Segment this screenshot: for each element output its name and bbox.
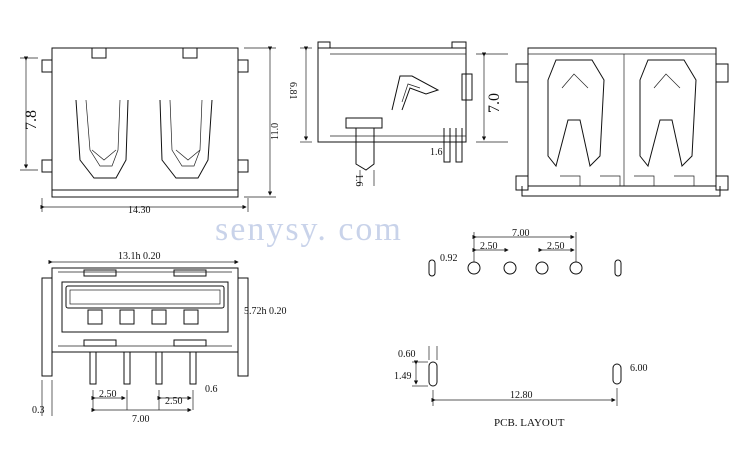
side-pin-length-label: 1.6	[353, 174, 364, 187]
bottom-view: 13.1h 0.20 5.72h 0.20 0.6 0.3 2.50 2.50 …	[32, 251, 287, 425]
rear-height-label: 7.0	[486, 93, 503, 113]
side-pin-gap-label: 1.6	[430, 147, 443, 158]
pcb-hole-1	[467, 261, 481, 275]
pcb-lower-slot-right	[612, 363, 622, 385]
bottom-span-label: 7.00	[132, 414, 150, 425]
bottom-pitch-right-label: 2.50	[165, 396, 183, 407]
pcb-caption: PCB. LAYOUT	[494, 417, 565, 429]
pin-thickness-label: 0.6	[205, 384, 218, 395]
front-view: 7.8 11.0 14.30	[20, 46, 281, 216]
pcb-slot-span-label: 12.80	[510, 390, 533, 401]
watermark: senysy. com	[215, 211, 403, 248]
pcb-lower-slot-left	[428, 361, 438, 387]
pcb-span-top-label: 7.00	[512, 228, 530, 239]
pcb-upper-slot-left	[428, 259, 436, 277]
side-height-label: 6.81	[287, 82, 298, 100]
front-height-label: 7.8	[23, 110, 40, 130]
front-width-label: 14.30	[128, 205, 151, 216]
pcb-right-slot-label: 6.00	[630, 363, 648, 374]
pcb-hole-3	[535, 261, 549, 275]
pcb-pitch-right-label: 2.50	[547, 241, 565, 252]
pcb-hole-dia-label: 0.92	[440, 253, 458, 264]
pcb-layout: 7.00 2.50 2.50 0.92 0.60 1.49 6.00	[394, 228, 648, 429]
side-view: 6.81 1.6 1.6	[287, 41, 473, 187]
pcb-slot-height-label: 1.49	[394, 371, 412, 382]
pcb-hole-2	[503, 261, 517, 275]
bottom-width-label: 13.1h 0.20	[118, 251, 161, 262]
pcb-pitch-left-label: 2.50	[480, 241, 498, 252]
bottom-pitch-left-label: 2.50	[99, 389, 117, 400]
offset-label: 0.3	[32, 405, 45, 416]
rear-view: 7.0	[476, 47, 729, 197]
pcb-upper-slot-right	[614, 259, 622, 277]
bottom-height-label: 5.72h 0.20	[244, 306, 287, 317]
front-side-height-label: 11.0	[270, 123, 281, 140]
pcb-slot-width-label: 0.60	[398, 349, 416, 360]
pcb-hole-4	[569, 261, 583, 275]
